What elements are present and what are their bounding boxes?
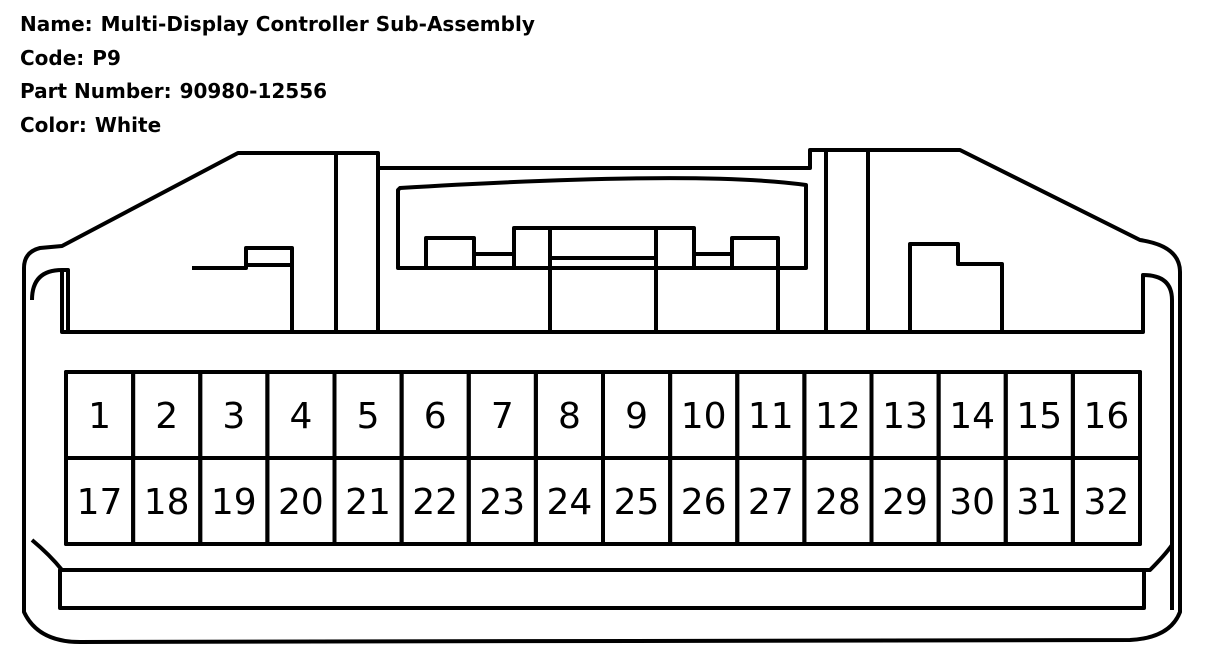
pin-number-23: 23 [479, 482, 525, 523]
pin-number-8: 8 [558, 396, 581, 437]
pin-number-29: 29 [882, 482, 928, 523]
center-lock-tabs [424, 226, 780, 332]
right-post [824, 150, 870, 332]
pin-cavity-32 [1070, 456, 1142, 546]
pin-number-1: 1 [88, 396, 111, 437]
pin-number-15: 15 [1016, 396, 1062, 437]
center-lock-frame [396, 176, 808, 270]
part-number-row: Part Number: 90980-12556 [20, 75, 535, 109]
left-latch-block [60, 246, 294, 334]
pin-number-16: 16 [1084, 396, 1130, 437]
pin-number-28: 28 [815, 482, 861, 523]
pin-number-25: 25 [614, 482, 660, 523]
pin-number-10: 10 [681, 396, 727, 437]
connector-info: Name: Multi-Display Controller Sub-Assemb… [20, 8, 535, 142]
color-value: White [94, 112, 162, 137]
name-row: Name: Multi-Display Controller Sub-Assemb… [20, 8, 535, 42]
code-label: Code: [20, 45, 85, 70]
pin-number-6: 6 [424, 396, 447, 437]
connector-bottom-rail [58, 568, 1146, 610]
pin-number-2: 2 [155, 396, 178, 437]
pin-number-7: 7 [491, 396, 514, 437]
left-post [334, 153, 380, 332]
pin-number-21: 21 [345, 482, 391, 523]
pin-number-18: 18 [144, 482, 190, 523]
pin-number-12: 12 [815, 396, 861, 437]
pin-number-5: 5 [357, 396, 380, 437]
pin-number-3: 3 [222, 396, 245, 437]
pin-number-20: 20 [278, 482, 324, 523]
pin-number-22: 22 [412, 482, 458, 523]
pin-number-24: 24 [547, 482, 593, 523]
connector-inner-wall [30, 268, 1174, 610]
pin-number-17: 17 [77, 482, 123, 523]
name-value: Multi-Display Controller Sub-Assembly [100, 12, 535, 36]
right-latch-block [908, 242, 1004, 332]
part-number-label: Part Number: [20, 79, 172, 103]
pin-number-14: 14 [949, 396, 995, 437]
code-value: P9 [92, 45, 121, 70]
pin-number-32: 32 [1084, 482, 1130, 523]
name-label: Name: [20, 12, 93, 36]
code-row: Code: P9 [20, 42, 535, 76]
pin-number-19: 19 [211, 482, 257, 523]
pin-number-11: 11 [748, 396, 794, 437]
part-number-value: 90980-12556 [179, 79, 328, 103]
pin-number-26: 26 [681, 482, 727, 523]
pin-number-27: 27 [748, 482, 794, 523]
pin-number-31: 31 [1016, 482, 1062, 523]
connector-housing-outline [22, 148, 1182, 644]
color-row: Color: White [20, 109, 535, 143]
pin-number-9: 9 [625, 396, 648, 437]
pin-number-13: 13 [882, 396, 928, 437]
color-label: Color: [20, 112, 87, 137]
pin-number-30: 30 [949, 482, 995, 523]
pin-number-4: 4 [289, 396, 312, 437]
